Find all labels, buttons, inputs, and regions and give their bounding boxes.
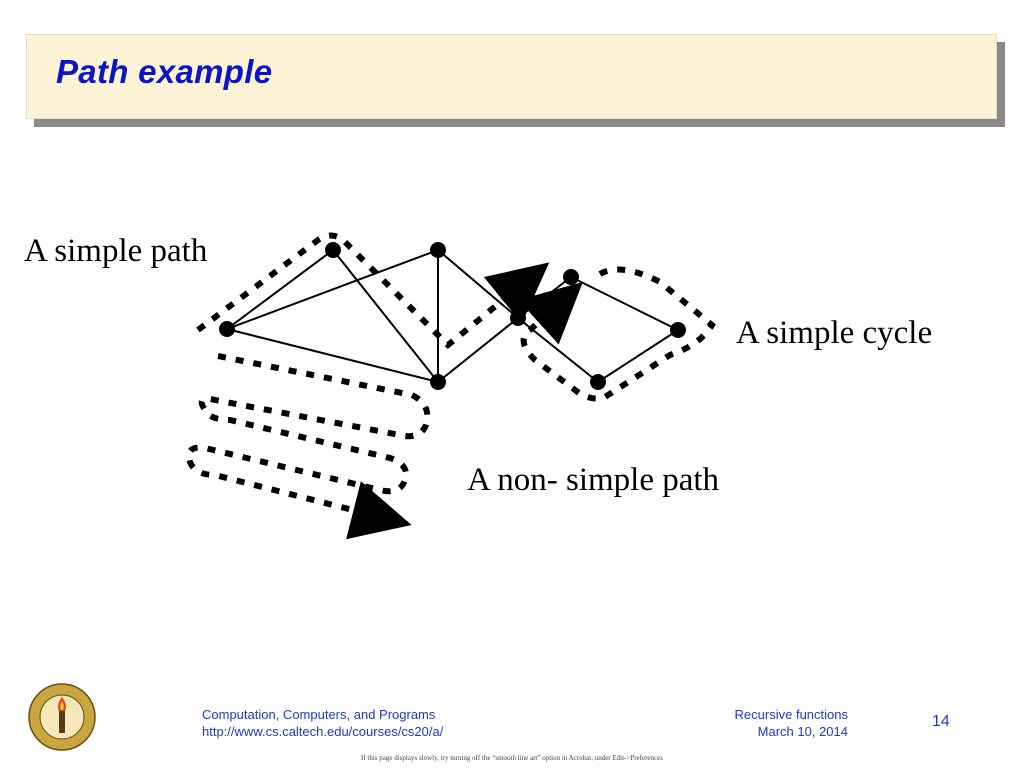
- vertex: [219, 321, 235, 337]
- non-simple-path-highlight: [186, 353, 431, 540]
- vertex: [325, 242, 341, 258]
- edge: [226, 249, 439, 330]
- footer-course-info: Computation, Computers, and Programs htt…: [202, 706, 443, 740]
- caltech-seal-icon: [28, 683, 96, 751]
- edge: [570, 276, 679, 331]
- vertex: [563, 269, 579, 285]
- edge: [597, 329, 679, 383]
- graph-edges: [226, 249, 679, 383]
- edge: [226, 328, 439, 383]
- simple-path-label: A simple path: [24, 233, 208, 269]
- footer-topic: Recursive functions: [734, 707, 848, 722]
- vertex: [670, 322, 686, 338]
- vertex: [430, 374, 446, 390]
- footer-note: If this page displays slowly, try turnin…: [361, 754, 663, 762]
- edge: [437, 317, 519, 383]
- edge: [226, 249, 334, 330]
- footer-topic-info: Recursive functions March 10, 2014: [735, 706, 848, 740]
- footer-course-url[interactable]: http://www.cs.caltech.edu/courses/cs20/a…: [202, 724, 444, 739]
- simple-cycle-label: A simple cycle: [736, 315, 932, 351]
- simple-cycle-highlight: [518, 266, 716, 402]
- edge: [332, 249, 439, 383]
- footer-course-name: Computation, Computers, and Programs: [202, 707, 436, 722]
- vertex: [430, 242, 446, 258]
- title-bar: Path example: [26, 34, 997, 119]
- edge: [517, 276, 572, 319]
- slide-title: Path example: [56, 53, 273, 90]
- vertex: [590, 374, 606, 390]
- non-simple-path-label: A non- simple path: [467, 462, 720, 498]
- vertex: [510, 310, 526, 326]
- edge: [437, 249, 519, 319]
- simple-path-highlight: [196, 232, 550, 350]
- page-number: 14: [932, 713, 950, 730]
- footer-date: March 10, 2014: [757, 724, 848, 739]
